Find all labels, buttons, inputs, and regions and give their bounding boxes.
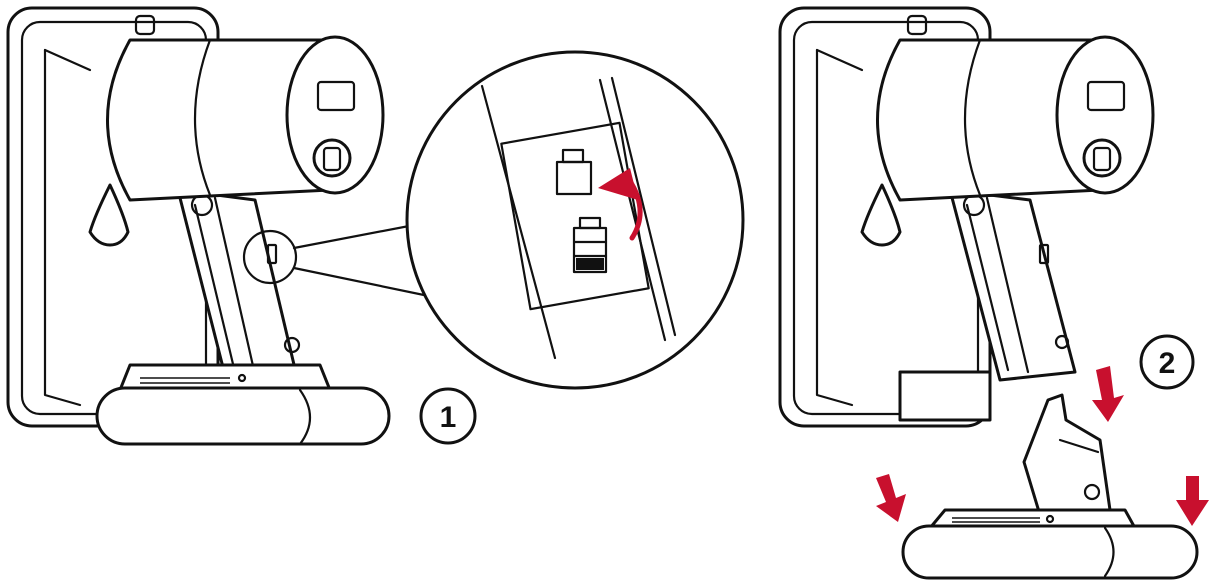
magnified-detail xyxy=(407,52,743,388)
bracket-bottom xyxy=(900,372,990,420)
down-arrow-icon xyxy=(876,474,906,522)
step-1-badge: 1 xyxy=(421,389,475,443)
base-battery xyxy=(97,365,389,444)
step-1-illustration: 1 xyxy=(8,8,743,444)
step-1-number: 1 xyxy=(440,401,457,434)
step-2-illustration: 2 xyxy=(780,8,1209,578)
down-arrow-icon xyxy=(1092,366,1124,422)
step-2-number: 2 xyxy=(1159,347,1176,380)
step-2-badge: 2 xyxy=(1141,336,1193,388)
down-arrow-icon xyxy=(1176,476,1209,526)
vacuum-motor-body xyxy=(878,37,1154,200)
vacuum-motor-body xyxy=(108,37,384,200)
